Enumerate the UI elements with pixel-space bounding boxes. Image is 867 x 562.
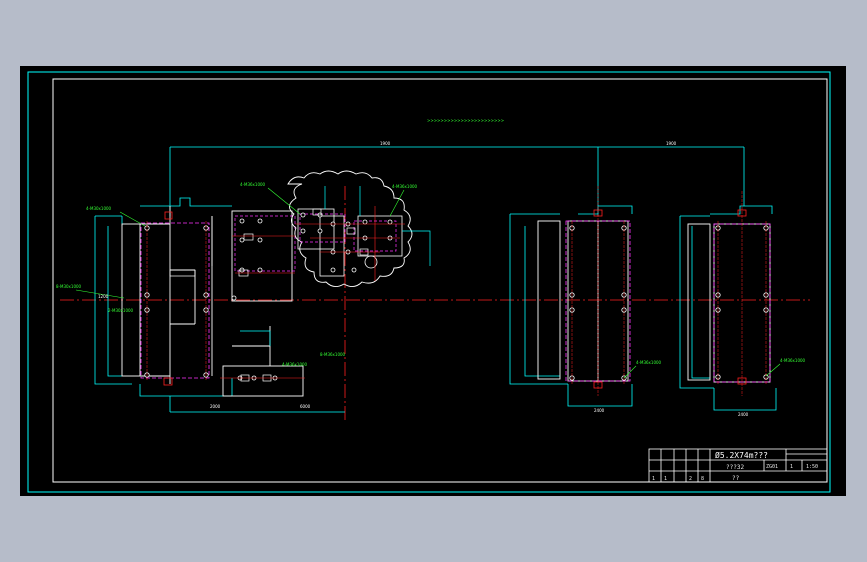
cloud-contents [295, 186, 431, 281]
dim-top-right: 1900 [666, 141, 677, 146]
title-block-material: ZG01 [766, 464, 778, 470]
title-block-sheet: 1 [790, 464, 793, 470]
title-block [648, 448, 828, 483]
title-block-row3: 2 [689, 476, 692, 482]
revision-cloud [287, 170, 413, 287]
callout-cloud-top: 4-M36x1000 [240, 182, 266, 187]
callout-left-axis: 8-M30x1000 [56, 284, 82, 289]
dim-left-height: 1200 [98, 294, 109, 299]
outer-frame [27, 71, 831, 493]
right-foundation-a [509, 186, 633, 407]
dim-right-a-width: 2400 [594, 408, 605, 413]
title-block-main-title: Ø5.2X74m??? [715, 450, 768, 460]
callout-mid-bottom: 4-M36x1000 [282, 362, 308, 367]
dim-right-b-width: 2400 [738, 412, 749, 417]
title-block-row4: 8 [701, 476, 704, 482]
drawing-title-note: >>>>>>>>>>>>>>>>>>>>>>> [427, 118, 504, 123]
inner-frame [52, 78, 828, 483]
title-block-scale: 1:50 [806, 464, 818, 470]
cad-viewport[interactable]: >>>>>>>>>>>>>>>>>>>>>>> 1900 1900 [20, 66, 846, 496]
callout-bottom-axis: 8-M36x1000 [320, 352, 346, 357]
middle-parts [211, 210, 305, 397]
left-foundation [94, 197, 345, 413]
dim-top-left: 1900 [380, 141, 391, 146]
title-block-row1: 1 [652, 476, 655, 482]
dim-bottom-2: 6000 [300, 404, 311, 409]
callout-cloud-right: 4-M36x1000 [392, 184, 418, 189]
callout-left-top: 4-M30x1000 [86, 206, 112, 211]
title-block-drawing-name: ???32 [726, 464, 744, 471]
callout-right-b-bottom: 4-M36x1000 [780, 358, 806, 363]
callout-right-a-bottom: 4-M36x1000 [636, 360, 662, 365]
callout-left-mid: 2-M30x1000 [108, 308, 134, 313]
title-block-row2: 1 [664, 476, 667, 482]
title-block-footer: ?? [732, 475, 740, 482]
dim-bottom-1: 2000 [210, 404, 221, 409]
right-foundation-b [679, 191, 777, 411]
cad-drawing: >>>>>>>>>>>>>>>>>>>>>>> 1900 1900 [27, 71, 831, 493]
